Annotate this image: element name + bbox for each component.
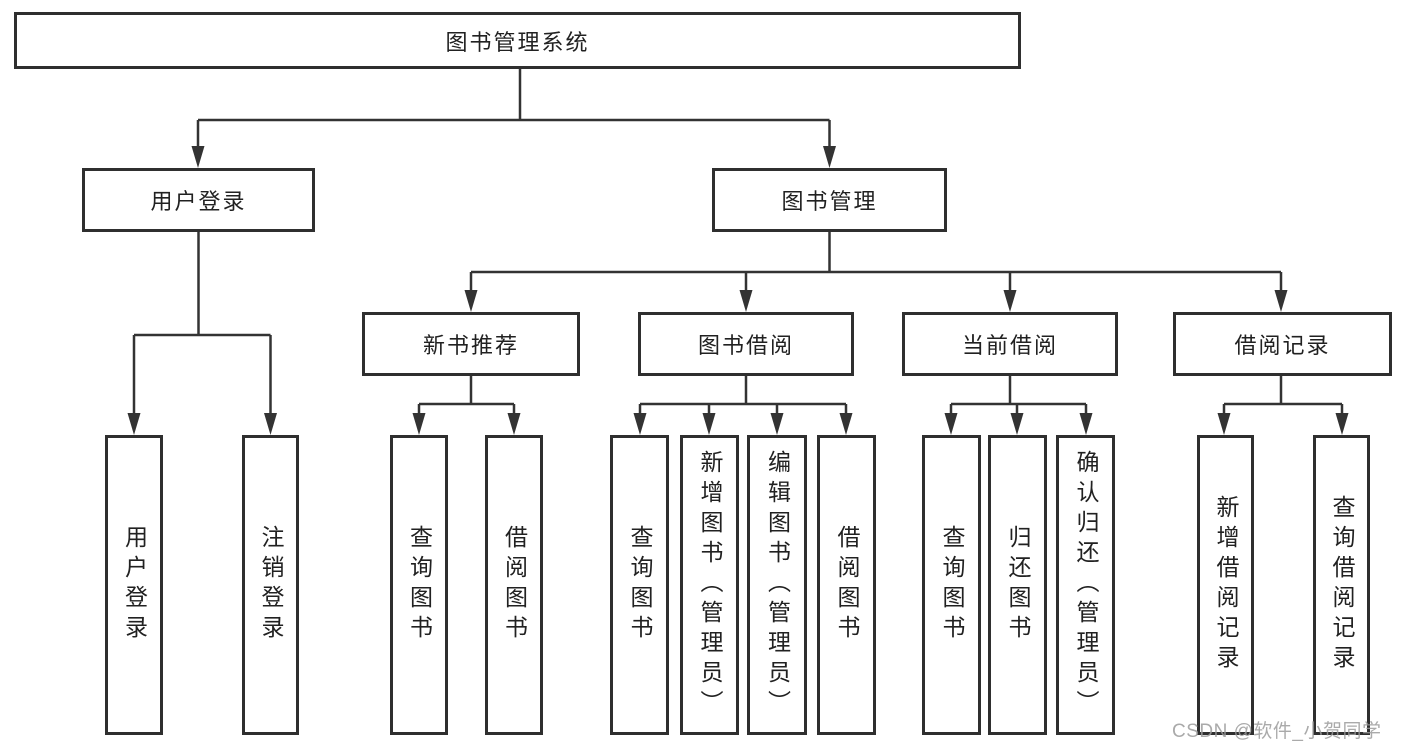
leaf-label: 编辑图书（管理员） bbox=[764, 450, 791, 720]
leaf-label: 查询图书 bbox=[406, 525, 433, 645]
node-book-management: 图书管理 bbox=[712, 168, 947, 232]
leaf-confirm-return-admin: 确认归还（管理员） bbox=[1056, 435, 1115, 735]
leaf-add-borrow-record: 新增借阅记录 bbox=[1197, 435, 1254, 735]
leaf-return-books: 归还图书 bbox=[988, 435, 1047, 735]
leaf-label: 查询借阅记录 bbox=[1329, 495, 1355, 675]
leaf-borrow-books: 借阅图书 bbox=[485, 435, 543, 735]
leaf-query-books: 查询图书 bbox=[922, 435, 981, 735]
node-book-borrowing: 图书借阅 bbox=[638, 312, 854, 376]
node-current-borrowing: 当前借阅 bbox=[902, 312, 1118, 376]
leaf-label: 用户登录 bbox=[121, 525, 148, 645]
leaf-query-books: 查询图书 bbox=[390, 435, 448, 735]
leaf-user-login: 用户登录 bbox=[105, 435, 163, 735]
leaf-add-books-admin: 新增图书（管理员） bbox=[680, 435, 739, 735]
leaf-label: 确认归还（管理员） bbox=[1073, 450, 1099, 720]
leaf-query-borrow-record: 查询借阅记录 bbox=[1313, 435, 1370, 735]
leaf-label: 新增借阅记录 bbox=[1213, 495, 1239, 675]
leaf-query-books: 查询图书 bbox=[610, 435, 669, 735]
leaf-borrow-books: 借阅图书 bbox=[817, 435, 876, 735]
arrowhead-icons bbox=[127, 146, 1349, 435]
leaf-label: 查询图书 bbox=[939, 525, 965, 645]
leaf-label: 借阅图书 bbox=[834, 525, 860, 645]
leaf-label: 注销登录 bbox=[258, 525, 284, 645]
leaf-label: 新增图书（管理员） bbox=[697, 450, 723, 720]
leaf-edit-books-admin: 编辑图书（管理员） bbox=[747, 435, 807, 735]
leaf-label: 查询图书 bbox=[627, 525, 653, 645]
node-new-book-recommendation: 新书推荐 bbox=[362, 312, 580, 376]
leaf-logout: 注销登录 bbox=[242, 435, 299, 735]
node-library-management-system: 图书管理系统 bbox=[14, 12, 1021, 69]
leaf-label: 归还图书 bbox=[1005, 525, 1031, 645]
leaf-label: 借阅图书 bbox=[501, 525, 528, 645]
csdn-watermark: CSDN @软件_小贺同学 bbox=[1172, 721, 1382, 742]
node-user-login: 用户登录 bbox=[82, 168, 315, 232]
node-borrowing-records: 借阅记录 bbox=[1173, 312, 1392, 376]
